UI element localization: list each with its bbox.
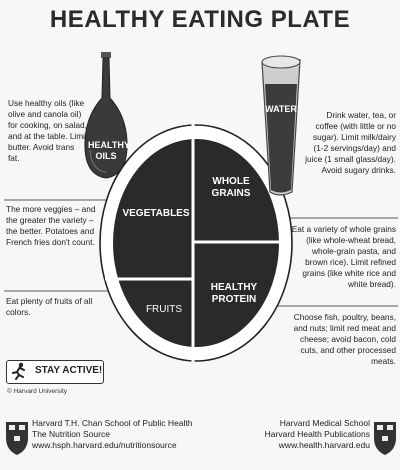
- protein-label: HEALTHY PROTEIN: [200, 282, 268, 306]
- footer-left-link[interactable]: www.hsph.harvard.edu/nutritionsource: [32, 440, 177, 450]
- oil-bottle-icon: [84, 52, 128, 179]
- stay-active-badge: STAY ACTIVE!: [6, 360, 104, 384]
- whole-grains-label: WHOLE GRAINS: [196, 176, 266, 200]
- footer-right-link[interactable]: www.health.harvard.edu: [278, 440, 370, 450]
- page-title: HEALTHY EATING PLATE: [49, 6, 351, 33]
- grains-note: Eat a variety of whole grains (like whol…: [291, 224, 396, 289]
- footer-right-line2: Harvard Health Publications: [264, 429, 370, 439]
- fruits-label: FRUITS: [145, 304, 183, 315]
- oils-label: HEALTHY OILS: [88, 140, 130, 161]
- runner-icon: [12, 362, 25, 380]
- footer-right-line1: Harvard Medical School: [279, 418, 370, 428]
- protein-note: Choose fish, poultry, beans, and nuts; l…: [293, 312, 396, 366]
- footer-left-line2: The Nutrition Source: [32, 429, 110, 439]
- fruits-note: Eat plenty of fruits of all colors.: [6, 296, 93, 317]
- copyright: © Harvard University: [7, 388, 68, 395]
- harvard-shield-left-icon: [6, 422, 28, 455]
- footer-left-line1: Harvard T.H. Chan School of Public Healt…: [32, 418, 193, 428]
- water-note: Drink water, tea, or coffee (with little…: [305, 110, 396, 175]
- water-glass-icon: [261, 55, 301, 196]
- oils-note: Use healthy oils (like olive and canola …: [8, 98, 88, 163]
- stay-active-text: STAY ACTIVE!: [35, 365, 103, 376]
- protein-line2: PROTEIN: [211, 294, 257, 305]
- water-label: WATER: [265, 104, 297, 114]
- harvard-shield-right-icon: [374, 422, 396, 455]
- vegetables-label: VEGETABLES: [122, 208, 190, 219]
- protein-line1: HEALTHY: [210, 282, 258, 293]
- footer-left: Harvard T.H. Chan School of Public Healt…: [32, 418, 222, 451]
- veggies-note: The more veggies – and the greater the v…: [6, 204, 96, 247]
- whole-grains-line1: WHOLE: [212, 176, 250, 187]
- whole-grains-line2: GRAINS: [211, 188, 251, 199]
- footer-right: Harvard Medical School Harvard Health Pu…: [246, 418, 370, 451]
